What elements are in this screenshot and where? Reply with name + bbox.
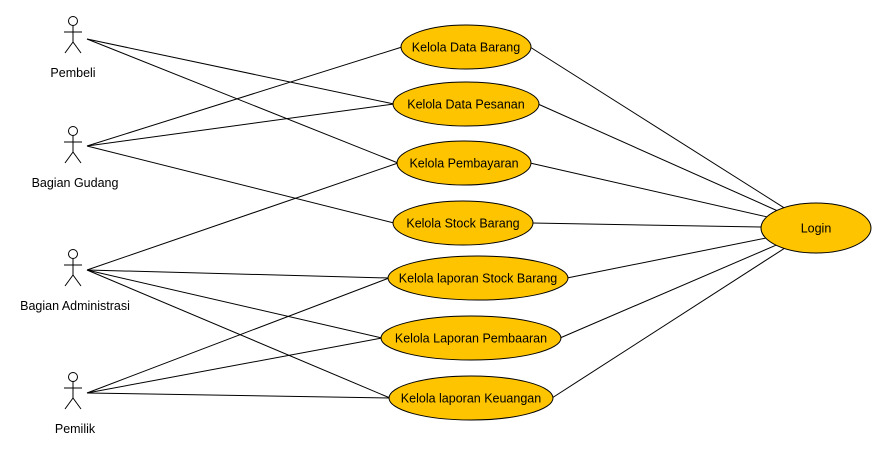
- association-line-uc3-login: [529, 162, 767, 218]
- association-line-pemilik-uc7: [86, 392, 391, 399]
- association-line-gudang-uc1: [86, 46, 403, 147]
- actor-figure-icon: [64, 126, 82, 164]
- usecase-ellipse: [392, 200, 534, 246]
- usecase-ellipse: [380, 315, 562, 361]
- usecase-kelola-laporan-stock-barang: Kelola laporan Stock Barang: [387, 255, 569, 301]
- actor-label: Pemilik: [55, 422, 96, 436]
- usecase-label: Kelola Laporan Pembaaran: [395, 332, 547, 346]
- usecase-kelola-laporan-keuangan: Kelola laporan Keuangan: [388, 375, 554, 421]
- usecase-label: Kelola Pembayaran: [409, 157, 518, 171]
- association-line-uc7-login: [551, 248, 785, 399]
- association-line-uc5-login: [566, 237, 766, 279]
- usecase-login: Login: [760, 202, 872, 254]
- usecase-ellipse: [392, 81, 540, 127]
- usecase-ellipse: [387, 255, 569, 301]
- actor-bagian-gudang: Bagian Gudang: [32, 126, 119, 190]
- association-line-uc1-login: [529, 46, 785, 209]
- association-line-pembeli-uc2: [86, 38, 395, 105]
- association-line-admin-uc7: [86, 269, 391, 399]
- actor-pemilik: Pemilik: [55, 372, 96, 436]
- association-line-admin-uc6: [86, 269, 383, 339]
- usecase-label: Kelola Data Barang: [412, 41, 520, 55]
- usecase-ellipse: [760, 202, 872, 254]
- actor-label: Bagian Gudang: [32, 176, 119, 190]
- usecase-label: Kelola laporan Stock Barang: [399, 272, 557, 286]
- association-line-pemilik-uc6: [86, 337, 383, 394]
- actor-figure-icon: [64, 372, 82, 410]
- association-line-gudang-uc2: [86, 103, 395, 147]
- association-line-pembeli-uc3: [86, 38, 399, 164]
- association-line-uc4-login: [531, 222, 762, 228]
- association-line-admin-uc3: [86, 162, 399, 271]
- actor-bagian-administrasi: Bagian Administrasi: [20, 249, 130, 313]
- usecase-ellipse: [396, 140, 532, 186]
- usecase-kelola-laporan-pembaaran: Kelola Laporan Pembaaran: [380, 315, 562, 361]
- usecase-label: Kelola Data Pesanan: [407, 98, 524, 112]
- association-line-pemilik-uc5: [86, 277, 390, 394]
- actor-figure-icon: [64, 249, 82, 287]
- usecase-kelola-pembayaran: Kelola Pembayaran: [396, 140, 532, 186]
- association-line-uc2-login: [537, 103, 777, 211]
- usecase-kelola-stock-barang: Kelola Stock Barang: [392, 200, 534, 246]
- usecase-label: Kelola Stock Barang: [406, 217, 519, 231]
- usecase-label: Login: [801, 222, 832, 236]
- usecase-kelola-data-barang: Kelola Data Barang: [400, 24, 532, 70]
- association-lines: [86, 38, 785, 399]
- actor-label: Bagian Administrasi: [20, 299, 130, 313]
- actor-label: Pembeli: [50, 66, 95, 80]
- association-line-uc6-login: [559, 244, 777, 339]
- actor-figure-icon: [64, 16, 82, 54]
- association-line-admin-uc5: [86, 269, 390, 279]
- usecase-label: Kelola laporan Keuangan: [401, 392, 541, 406]
- usecase-kelola-data-pesanan: Kelola Data Pesanan: [392, 81, 540, 127]
- usecase-ellipse: [388, 375, 554, 421]
- actor-pembeli: Pembeli: [50, 16, 96, 80]
- association-line-gudang-uc4: [86, 145, 395, 224]
- usecase-ellipse: [400, 24, 532, 70]
